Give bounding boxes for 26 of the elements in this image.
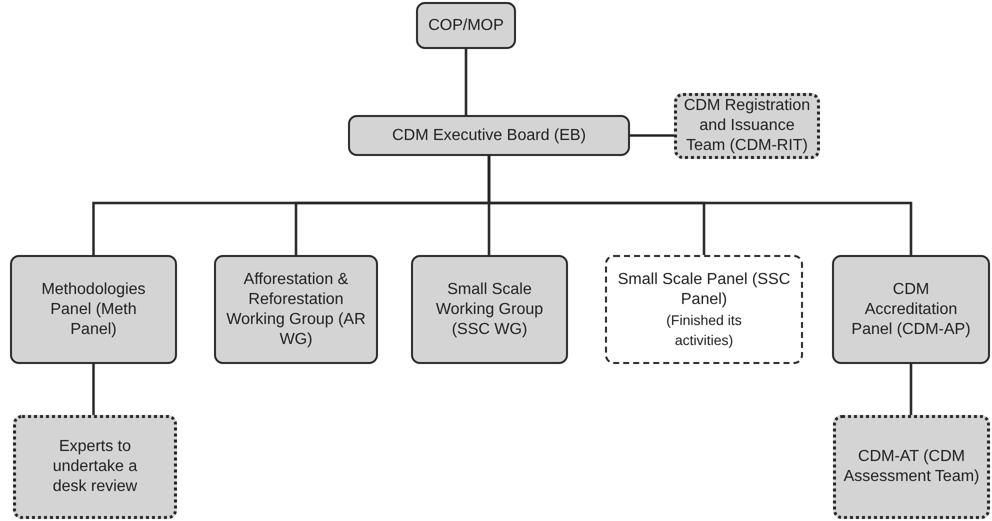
org-box	[416, 2, 516, 49]
org-box	[411, 255, 568, 364]
box-title: Experts to undertake a desk review	[52, 437, 138, 497]
connector-line	[488, 156, 912, 255]
box-title: Small Scale Panel (SSC Panel)	[616, 270, 792, 310]
org-box-outlined	[13, 415, 177, 519]
org-box	[10, 255, 177, 364]
box-title: Afforestation & Reforestation Working Group (AR WG)	[225, 270, 367, 350]
org-box	[214, 255, 378, 364]
org-box-outlined	[833, 415, 990, 519]
box-title: Methodologies Panel (Meth Panel)	[40, 280, 147, 340]
connector-line	[464, 49, 468, 115]
box-title: Small Scale Working Group (SSC WG)	[434, 280, 544, 340]
connector-line	[910, 364, 912, 415]
connector-line	[630, 134, 674, 137]
box-note: (Finished its activities)	[665, 310, 743, 350]
org-box	[348, 115, 630, 156]
box-title: CDM-AT (CDM Assessment Team)	[842, 447, 980, 487]
org-box	[832, 255, 990, 364]
box-title: CDM Registration and Issuance Team (CDM-RIT)	[682, 96, 812, 156]
org-box-outlined	[605, 255, 803, 364]
box-title: COP/MOP	[428, 16, 504, 36]
connector-line	[92, 364, 95, 415]
org-box-outlined	[674, 93, 820, 159]
box-title: CDM Accreditation Panel (CDM-AP)	[851, 280, 971, 340]
box-title: CDM Executive Board (EB)	[392, 126, 586, 146]
